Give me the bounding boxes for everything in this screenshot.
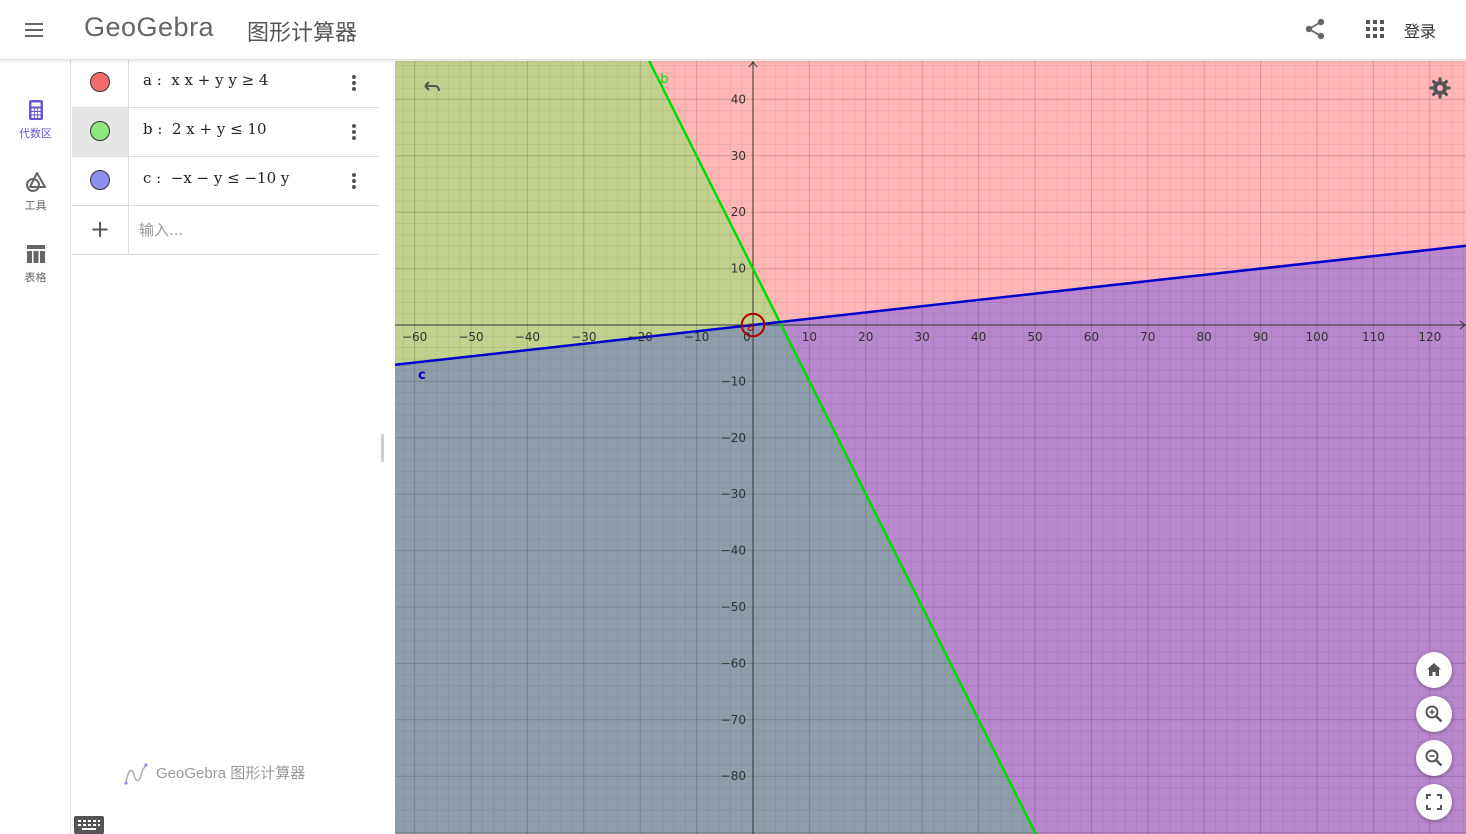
circle-a bbox=[740, 312, 766, 338]
y-tick-label: −80 bbox=[721, 769, 746, 783]
geogebra-wave-icon bbox=[124, 763, 148, 785]
label-c: c bbox=[418, 368, 426, 383]
x-tick-label: 10 bbox=[802, 330, 817, 344]
undo-icon[interactable] bbox=[416, 73, 446, 103]
settings-gear-icon[interactable] bbox=[1427, 75, 1453, 101]
algebra-input-row[interactable]: + 输入... bbox=[72, 206, 379, 255]
rail-item-table[interactable]: 表格 bbox=[0, 242, 71, 285]
keyboard-icon[interactable] bbox=[74, 816, 104, 834]
share-icon[interactable] bbox=[1302, 16, 1328, 42]
graph-canvas[interactable]: b c a −60 −50 −40 −30 −20 −10 0 10 20 30 40 50 60 70 80 9… bbox=[395, 61, 1466, 834]
x-tick-label: 90 bbox=[1253, 330, 1268, 344]
geogebra-logo: GeoGebra bbox=[84, 12, 215, 42]
y-tick-label: −60 bbox=[721, 656, 746, 670]
line-b bbox=[648, 61, 1037, 834]
table-icon bbox=[26, 245, 45, 263]
zoom-out-button[interactable] bbox=[1416, 740, 1452, 776]
y-tick-label: −70 bbox=[721, 713, 746, 727]
y-tick-label: −40 bbox=[721, 544, 746, 558]
x-tick-label: 0 bbox=[743, 330, 751, 344]
x-tick-label: −10 bbox=[684, 330, 709, 344]
more-options-icon[interactable] bbox=[342, 73, 366, 93]
x-tick-label: 40 bbox=[971, 330, 986, 344]
y-tick-label: −10 bbox=[721, 374, 746, 388]
rail-item-algebra[interactable]: 代数区 bbox=[0, 98, 71, 141]
zoom-out-icon bbox=[1425, 749, 1443, 767]
x-tick-label: −60 bbox=[402, 330, 427, 344]
y-tick-label: 30 bbox=[731, 149, 746, 163]
panel-resize-handle[interactable] bbox=[381, 434, 384, 462]
x-axis-arrow bbox=[1459, 320, 1466, 330]
x-tick-label: −40 bbox=[515, 330, 540, 344]
zoom-in-button[interactable] bbox=[1416, 696, 1452, 732]
x-tick-label: 70 bbox=[1140, 330, 1155, 344]
x-tick-label: 50 bbox=[1027, 330, 1042, 344]
top-bar: GeoGebra 图形计算器 登录 bbox=[0, 0, 1466, 60]
menu-icon[interactable] bbox=[22, 17, 48, 43]
algebra-view: a : x x + y y ≥ 4 b : 2 x + y ≤ 10 c : −… bbox=[72, 59, 395, 834]
side-rail: 代数区 工具 表格 bbox=[0, 60, 71, 834]
line-c bbox=[395, 244, 1466, 367]
login-button[interactable]: 登录 bbox=[1404, 22, 1437, 41]
x-tick-label: 20 bbox=[858, 330, 873, 344]
x-tick-label: 100 bbox=[1306, 330, 1329, 344]
fullscreen-button[interactable] bbox=[1416, 784, 1452, 820]
y-tick-label: −20 bbox=[721, 431, 746, 445]
x-tick-label: 30 bbox=[915, 330, 930, 344]
y-tick-label: 10 bbox=[731, 262, 746, 276]
y-axis-arrow bbox=[748, 61, 758, 68]
footer-brand-label: GeoGebra 图形计算器 bbox=[156, 765, 306, 782]
more-options-icon[interactable] bbox=[342, 122, 366, 142]
x-tick-label: 120 bbox=[1418, 330, 1441, 344]
region-c bbox=[779, 245, 1466, 834]
rail-label-tools: 工具 bbox=[24, 199, 47, 212]
x-tick-label: −20 bbox=[628, 330, 653, 344]
formula-c[interactable]: c : −x − y ≤ −10 y bbox=[143, 169, 290, 187]
graphics-view[interactable]: b c a −60 −50 −40 −30 −20 −10 0 10 20 30 40 50 60 70 80 9… bbox=[395, 61, 1466, 834]
rail-item-tools[interactable]: 工具 bbox=[0, 170, 71, 213]
label-b: b bbox=[660, 72, 668, 87]
x-tick-label: −50 bbox=[458, 330, 483, 344]
x-tick-label: 110 bbox=[1362, 330, 1385, 344]
x-tick-label: 60 bbox=[1084, 330, 1099, 344]
marble-cell bbox=[72, 157, 129, 205]
more-options-icon[interactable] bbox=[342, 171, 366, 191]
x-tick-label: −30 bbox=[571, 330, 596, 344]
y-tick-label: 40 bbox=[731, 92, 746, 106]
marble-cell: + bbox=[72, 206, 129, 254]
region-bc bbox=[395, 322, 1036, 834]
y-tick-label: −30 bbox=[721, 487, 746, 501]
rail-label-table: 表格 bbox=[24, 271, 47, 284]
algebra-input[interactable]: 输入... bbox=[139, 221, 184, 239]
algebra-row-b[interactable]: b : 2 x + y ≤ 10 bbox=[72, 108, 379, 157]
formula-b[interactable]: b : 2 x + y ≤ 10 bbox=[143, 120, 267, 138]
visibility-toggle-a[interactable] bbox=[90, 72, 110, 92]
y-tick-label: −50 bbox=[721, 600, 746, 614]
x-tick-label: 80 bbox=[1197, 330, 1212, 344]
visibility-toggle-b[interactable] bbox=[90, 121, 110, 141]
y-tick-label: 20 bbox=[731, 205, 746, 219]
home-view-button[interactable] bbox=[1416, 652, 1452, 688]
rail-label-algebra: 代数区 bbox=[19, 127, 52, 140]
region-b bbox=[395, 61, 780, 365]
home-icon bbox=[1427, 663, 1441, 676]
calculator-icon bbox=[28, 100, 43, 120]
tools-icon bbox=[25, 172, 46, 192]
visibility-toggle-c[interactable] bbox=[90, 170, 110, 190]
zoom-in-icon bbox=[1425, 705, 1443, 723]
algebra-row-a[interactable]: a : x x + y y ≥ 4 bbox=[72, 59, 379, 108]
add-icon[interactable]: + bbox=[90, 215, 111, 243]
app-title: 图形计算器 bbox=[247, 21, 358, 46]
footer-brand: GeoGebra 图形计算器 bbox=[124, 762, 305, 785]
formula-a[interactable]: a : x x + y y ≥ 4 bbox=[143, 71, 269, 89]
label-a: a bbox=[747, 320, 755, 335]
algebra-row-c[interactable]: c : −x − y ≤ −10 y bbox=[72, 157, 379, 206]
fullscreen-icon bbox=[1426, 794, 1442, 810]
marble-cell bbox=[72, 59, 129, 107]
apps-grid-icon[interactable] bbox=[1364, 18, 1386, 40]
marble-cell bbox=[72, 108, 129, 156]
